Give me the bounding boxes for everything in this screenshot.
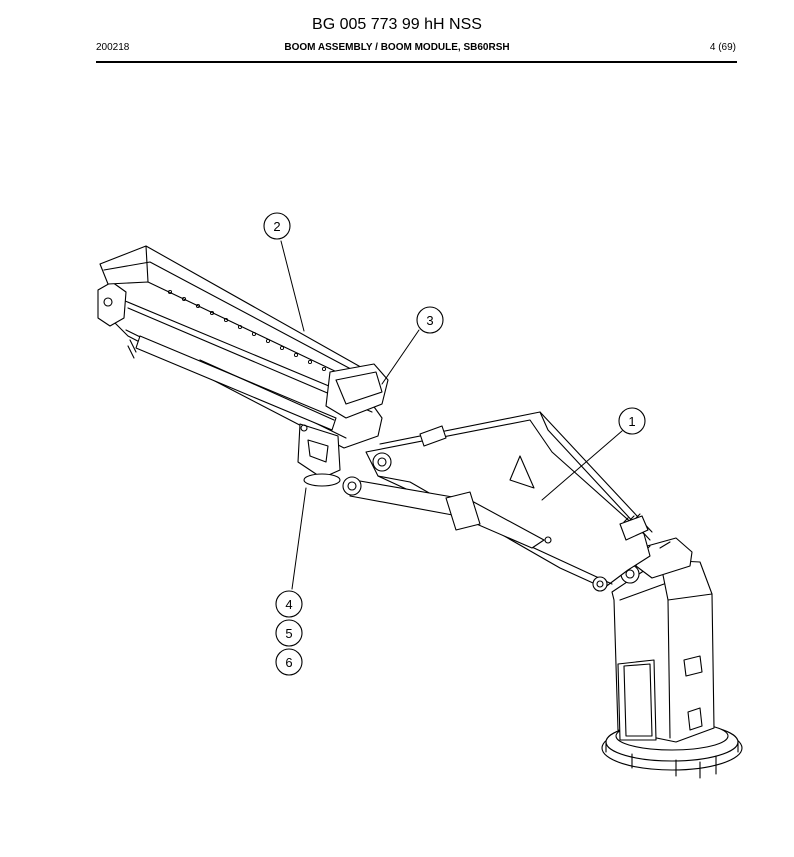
callout-3: 3 xyxy=(416,306,444,334)
lift-cylinder xyxy=(342,476,545,549)
callout-4: 4 xyxy=(275,590,303,618)
header-rule xyxy=(96,61,737,63)
extension-hole-row xyxy=(167,289,327,372)
callout-3-label: 3 xyxy=(426,313,433,328)
main-boom xyxy=(365,411,653,592)
callout-6: 6 xyxy=(275,648,303,676)
document-number: BG 005 773 99 hH NSS xyxy=(312,16,482,33)
callout-5: 5 xyxy=(275,619,303,647)
callout-2-label: 2 xyxy=(273,219,280,234)
leader-lines xyxy=(280,240,623,590)
callout-2: 2 xyxy=(263,212,291,240)
callout-1: 1 xyxy=(618,407,646,435)
callout-4-label: 4 xyxy=(285,597,292,612)
section-title: BOOM ASSEMBLY / BOOM MODULE, SB60RSH xyxy=(284,42,510,53)
extension-boom xyxy=(99,245,389,419)
callout-5-label: 5 xyxy=(285,626,292,641)
callout-balloons: 1 2 3 4 5 6 xyxy=(263,212,646,676)
crane-column xyxy=(601,537,743,779)
callout-1-label: 1 xyxy=(628,414,635,429)
date-code: 200218 xyxy=(96,42,130,53)
callout-6-label: 6 xyxy=(285,655,292,670)
page-indicator: 4 (69) xyxy=(709,42,736,53)
